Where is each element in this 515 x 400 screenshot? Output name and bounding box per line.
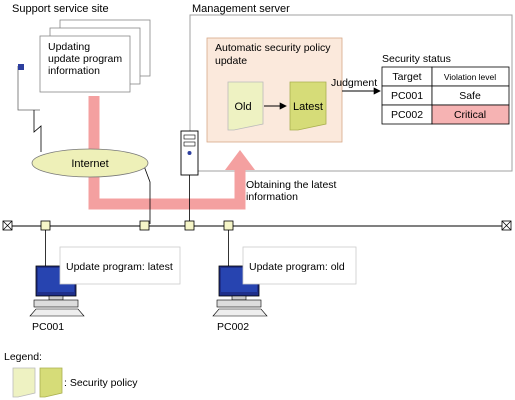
status-row-target: PC001	[391, 90, 423, 102]
security-status-title: Security status	[382, 53, 451, 65]
support-site-title: Support service site	[12, 3, 109, 15]
legend-policy-old-icon	[12, 367, 36, 398]
judgment-label: Judgment	[331, 77, 377, 89]
internet-cloud	[31, 148, 149, 178]
status-header-target: Target	[392, 71, 421, 83]
status-row-level: Critical	[454, 109, 486, 121]
status-row-target: PC002	[391, 109, 423, 121]
critical-cell-bg	[431, 104, 510, 125]
terminator-left-icon	[2, 220, 13, 231]
terminator-right-icon	[501, 220, 512, 231]
web-server-icon	[17, 64, 40, 111]
pc002-label: PC002	[217, 321, 249, 333]
policy-old-doc	[227, 81, 264, 131]
network-node-icons	[40, 220, 234, 231]
security-status-table	[381, 66, 510, 125]
policy-old-label: Old	[234, 101, 251, 113]
status-header-violation: Violation level	[444, 72, 496, 82]
pc001-label: PC001	[32, 321, 64, 333]
update-info-text: Updating update program information	[48, 41, 125, 77]
internet-label: Internet	[71, 158, 108, 170]
pc001-note: Update program: latest	[66, 261, 173, 273]
status-row-level: Safe	[459, 90, 481, 102]
update-info-document-stack	[39, 19, 151, 93]
legend-label: : Security policy	[64, 377, 138, 389]
management-server-title: Management server	[192, 3, 290, 15]
management-server-icon	[180, 130, 199, 176]
internet-link	[143, 165, 151, 224]
pc002-note-box	[242, 246, 357, 285]
pc001-note-box	[59, 246, 181, 285]
pc002-note: Update program: old	[249, 261, 345, 273]
legend-title: Legend:	[4, 351, 42, 363]
policy-latest-doc	[289, 81, 327, 131]
legend-policy-latest-icon	[39, 367, 63, 398]
obtaining-info-label: Obtaining the latest information	[246, 179, 339, 203]
auto-policy-update-title: Automatic security policy update	[215, 42, 333, 67]
support-site-link	[33, 110, 42, 152]
policy-latest-label: Latest	[293, 101, 323, 113]
